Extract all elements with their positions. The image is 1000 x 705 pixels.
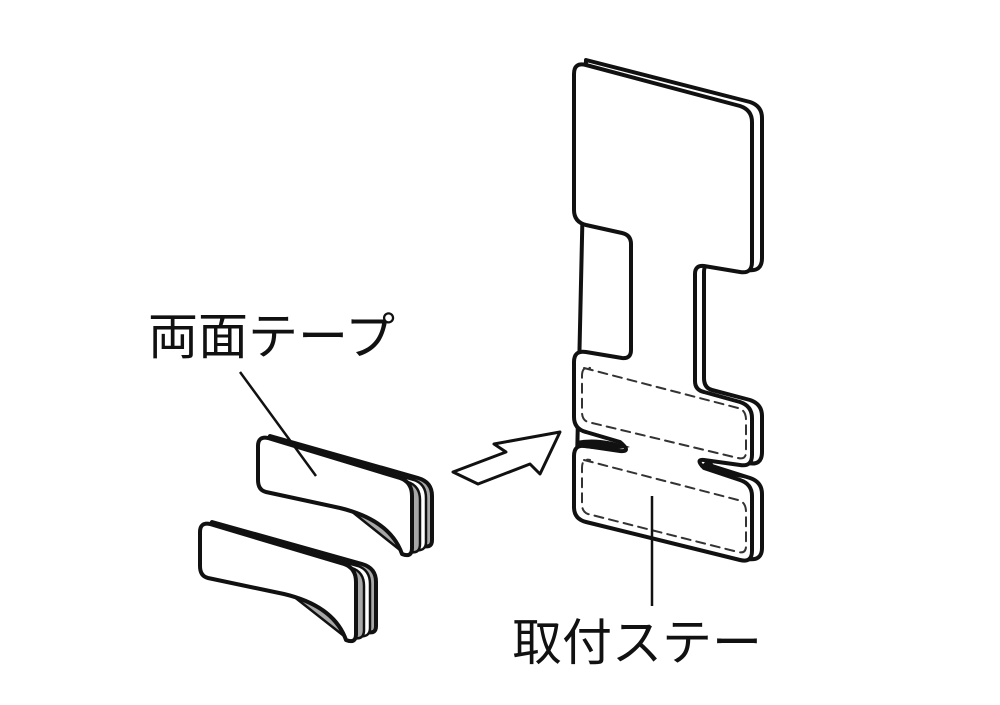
tape-piece-upper <box>256 434 434 558</box>
stay-tape-outlines <box>581 366 747 554</box>
arrow-icon <box>451 430 562 486</box>
mounting-stay <box>572 58 764 563</box>
tape-piece-lower <box>198 520 378 644</box>
label-double-sided-tape: 両面テープ <box>148 308 395 366</box>
leader-line-tape <box>238 371 318 477</box>
label-mounting-stay: 取付ステー <box>512 614 762 672</box>
